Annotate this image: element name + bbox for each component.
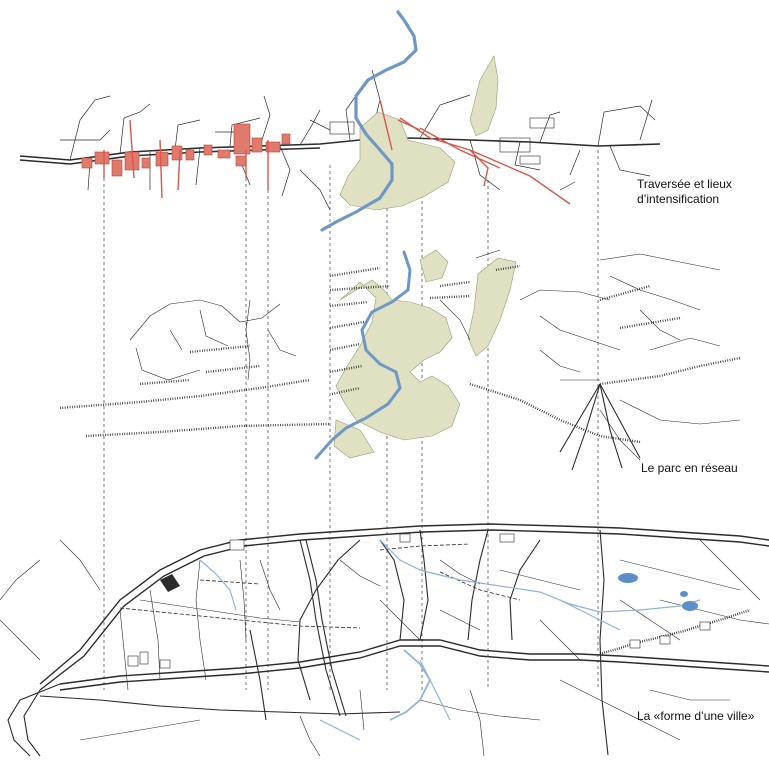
river	[389, 649, 432, 721]
hatched-corridors	[59, 264, 741, 444]
east-west-road	[59, 639, 769, 691]
forme-layer	[0, 523, 769, 757]
caption-traversee: Traversée et lieux d’intensification	[637, 177, 732, 207]
caption-line: Traversée et lieux	[637, 177, 732, 191]
vertical-guide-lines	[103, 150, 599, 690]
ring-road	[39, 523, 769, 691]
park-areas	[333, 249, 517, 459]
park-area	[469, 55, 499, 137]
parc-layer	[59, 249, 741, 471]
park-area	[339, 111, 456, 211]
caption-line: d’intensification	[637, 192, 720, 206]
river	[320, 10, 418, 232]
building-blocks	[127, 533, 711, 669]
traversee-layer	[19, 10, 661, 232]
caption-forme: La «forme d’une ville»	[637, 709, 754, 724]
caption-line: La «forme d’une ville»	[637, 709, 755, 723]
intensification-blocks	[81, 123, 291, 177]
intensification-lines	[103, 99, 571, 205]
arterial-roads	[7, 529, 609, 757]
caption-line: Le parc en réseau	[641, 461, 738, 475]
network-outlines	[129, 249, 741, 461]
caption-parc: Le parc en réseau	[641, 461, 738, 476]
main-road	[19, 137, 661, 161]
lakes	[618, 573, 698, 611]
river	[314, 250, 412, 460]
streams	[199, 539, 701, 741]
